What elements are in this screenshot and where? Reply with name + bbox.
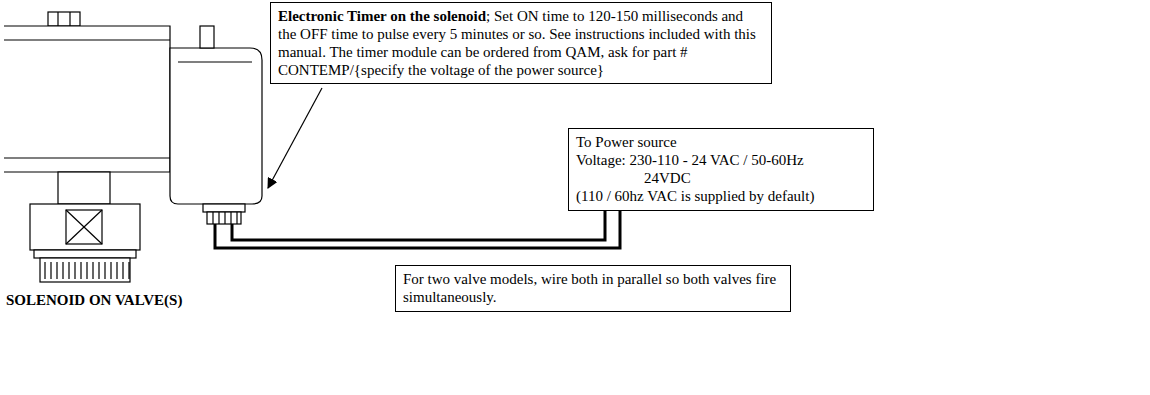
knurl-line — [110, 262, 111, 279]
knurl-line — [116, 262, 117, 279]
callout-text: For two valve models, wire both in paral… — [403, 270, 783, 306]
knurl-line — [98, 262, 99, 279]
callout-heading: Electronic Timer on the solenoid — [278, 8, 486, 24]
cable-gland — [203, 204, 245, 212]
wire — [232, 205, 605, 240]
bottom-nut — [40, 258, 130, 282]
power-wires — [215, 205, 620, 248]
knurl-line — [68, 262, 69, 279]
wire — [215, 205, 620, 248]
plug-screw — [200, 26, 214, 48]
knurl-line — [122, 262, 123, 279]
coil-housing — [4, 26, 170, 172]
valve-stem — [58, 172, 110, 204]
knurl-line — [74, 262, 75, 279]
callout-text: To Power source — [576, 133, 866, 151]
bottom-flange — [34, 250, 136, 258]
callout-text: (110 / 60hz VAC is supplied by default) — [576, 187, 866, 205]
parallel-note-box: For two valve models, wire both in paral… — [395, 265, 791, 312]
knurl-line — [86, 262, 87, 279]
knurl-line — [80, 262, 81, 279]
solenoid-valve — [4, 12, 262, 282]
cable-gland — [207, 212, 241, 224]
knurling — [45, 262, 129, 279]
power-source-box: To Power sourceVoltage: 230-110 - 24 VAC… — [568, 128, 874, 211]
callout-text: Voltage: 230-110 - 24 VAC / 50-60Hz — [576, 151, 866, 169]
knurl-line — [44, 262, 45, 279]
knurl-line — [50, 262, 51, 279]
connector-plug — [170, 48, 262, 204]
valve-square — [66, 210, 102, 244]
part-label: SOLENOID ON VALVE(S) — [6, 292, 182, 309]
knurl-line — [56, 262, 57, 279]
callout-text: 24VDC — [576, 169, 866, 187]
knurl-line — [128, 262, 129, 279]
knurl-line — [62, 262, 63, 279]
top-nut — [48, 12, 80, 26]
knurl-line — [104, 262, 105, 279]
valve-body — [30, 204, 140, 250]
leader-arrow — [268, 88, 322, 188]
timer-callout-box: Electronic Timer on the solenoid; Set ON… — [270, 2, 772, 84]
knurl-line — [92, 262, 93, 279]
